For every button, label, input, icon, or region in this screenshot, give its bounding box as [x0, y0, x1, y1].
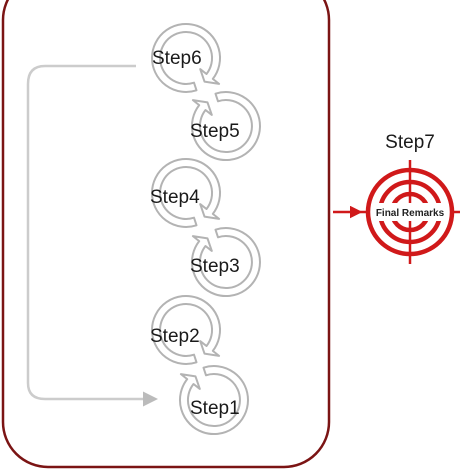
cycle-arrow-step-5: [191, 91, 261, 162]
step-label-4: Step4: [150, 187, 200, 208]
cycle-arrow-step-6: [151, 22, 221, 93]
step-label-7: Step7: [385, 132, 435, 153]
final-remarks-label: Final Remarks: [376, 208, 445, 219]
cycle-arrow-step-1: [179, 365, 249, 436]
cycle-arrow-step-3: [191, 227, 261, 298]
process-frame: [1, 0, 331, 469]
step-label-2: Step2: [150, 326, 200, 347]
step-label-3: Step3: [190, 256, 240, 277]
cycle-arrow-step-4: [151, 157, 221, 228]
loop-back-arrow: [26, 64, 158, 407]
target-icon: [360, 160, 460, 264]
cycle-arrows: [151, 22, 261, 436]
step-label-5: Step5: [190, 121, 240, 142]
step-label-6: Step6: [152, 48, 202, 69]
step-label-1: Step1: [190, 398, 240, 419]
cycle-arrow-step-2: [151, 294, 221, 365]
